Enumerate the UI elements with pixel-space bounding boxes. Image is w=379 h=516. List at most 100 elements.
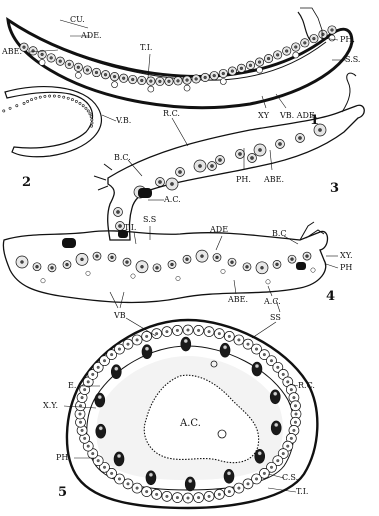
fig4-cell-nucleus [306,255,309,258]
fig1-cell-nucleus [158,80,161,83]
fig5-bundle-xylem [117,454,121,458]
fig5-cell-center [270,359,273,362]
fig5-cell-center [103,466,106,469]
fig4-small-cell [131,274,135,278]
fig3-cell-nucleus [238,152,241,155]
fig4-cell-nucleus [141,265,144,268]
fig1-cell-nucleus [113,75,116,78]
fig4-small-cell [311,268,315,272]
fig1-cell-nucleus [104,73,107,76]
fig5-cell-center [228,335,231,338]
fig1-cell-nucleus [249,64,252,67]
fig4-label-ac: A.C. [263,297,281,306]
fig5-cell-center [295,413,298,416]
fig4-cell-nucleus [21,261,24,264]
fig4-cell-nucleus [186,258,189,261]
fig1-cell-nucleus [213,74,216,77]
fig5-cell-center [103,359,106,362]
fig4-label-vb: VB [113,311,126,320]
fig5-label-cs: C.S. [282,473,298,482]
fig5-bundle-xylem [149,473,153,477]
figure-3-number: 3 [330,181,339,196]
fig1-cell-nucleus [258,61,261,64]
fig2-dot [67,97,69,99]
fig5-cell-center [145,335,148,338]
fig5-bundle-xylem [258,451,262,455]
fig5-cell-center [263,353,266,356]
fig2-dot [87,110,89,112]
fig3-cell-nucleus [116,210,119,213]
fig2-dot-row [0,95,93,127]
fig5-cell-center [79,413,82,416]
fig5-cell-center [247,483,250,486]
fig5-label-rc: R.C. [298,381,315,390]
fig5-cell-center [218,332,221,335]
fig1-cell-nucleus [303,41,306,44]
fig1-cell-nucleus [168,80,171,83]
fig2-dot [16,105,18,107]
fig4-cell-nucleus [216,256,219,259]
fig5-cell-center [228,490,231,493]
fig5-cell-center [110,353,113,356]
fig5-cell-center [197,329,200,332]
fig3-cell-nucleus [278,142,281,145]
fig4-small-cell [266,280,270,284]
fig3-cell-nucleus [250,156,253,159]
fig5-cell-center [176,496,179,499]
fig5-bundle-xylem [145,347,149,351]
fig5-cell-center [290,437,293,440]
fig4-label-ph: PH [340,263,352,272]
fig5-cell-center [208,495,211,498]
fig5-cell-center [238,487,241,490]
fig2-dot [90,116,92,118]
fig1-label-ss: S.S. [345,55,360,64]
fig1-cell-nucleus [77,66,80,69]
fig5-cell-center [290,388,293,391]
fig5-bundle-xylem [223,345,227,349]
fig5-cell-center [255,478,258,481]
fig3-cell-nucleus [210,164,213,167]
fig1-cell-nucleus [204,76,207,79]
fig5-cell-center [294,404,297,407]
fig5-cell-center [145,490,148,493]
fig1-cell-nucleus [86,69,89,72]
fig3-cell-nucleus [318,128,321,131]
fig5-cell-center [276,366,279,369]
fig2-dot [90,125,92,127]
fig2-dot [85,107,87,109]
fig2-dot [75,100,77,102]
fig3-cell-nucleus [158,180,161,183]
fig3-cell-nucleus [178,170,181,173]
fig5-cell-center [110,472,113,475]
fig1-label-ade: ADE. [80,31,102,40]
fig5-cell-center [81,429,84,432]
fig1-hair [298,12,310,40]
fig5-bundle-xylem [184,339,188,343]
fig4-small-cell [176,276,180,280]
fig1-cuticle-cell [257,67,263,73]
fig5-cell-center [91,373,94,376]
fig1-cell-nucleus [294,46,297,49]
fig4-label-ss2: SS [270,313,281,322]
fig5-cell-center [197,496,200,499]
fig5-cell-center [155,332,158,335]
fig1-label-xy: XY [258,111,270,120]
fig1-cell-nucleus [50,56,53,59]
fig5-cell-center [187,497,190,500]
fig5-cell-center [118,478,121,481]
fig5-cell-center [286,445,289,448]
fig2-dot [53,95,55,97]
fig5-bundle-xylem [255,364,259,368]
fig1-label-ti: T.I. [140,43,152,52]
fig4-cell-nucleus [261,266,264,269]
fig5-label-ph: PH. [56,453,71,462]
fig3-black-mass-1 [138,188,152,198]
fig5-bundle-xylem [188,479,192,483]
fig4-hairs [300,222,324,240]
fig4-label-ade: ADE [209,225,228,234]
fig5-cell-center [270,466,273,469]
fig2-dot [63,96,65,98]
fig4-cell-nucleus [111,256,114,259]
fig1-cell-nucleus [149,80,152,83]
fig2-dot [82,105,84,107]
